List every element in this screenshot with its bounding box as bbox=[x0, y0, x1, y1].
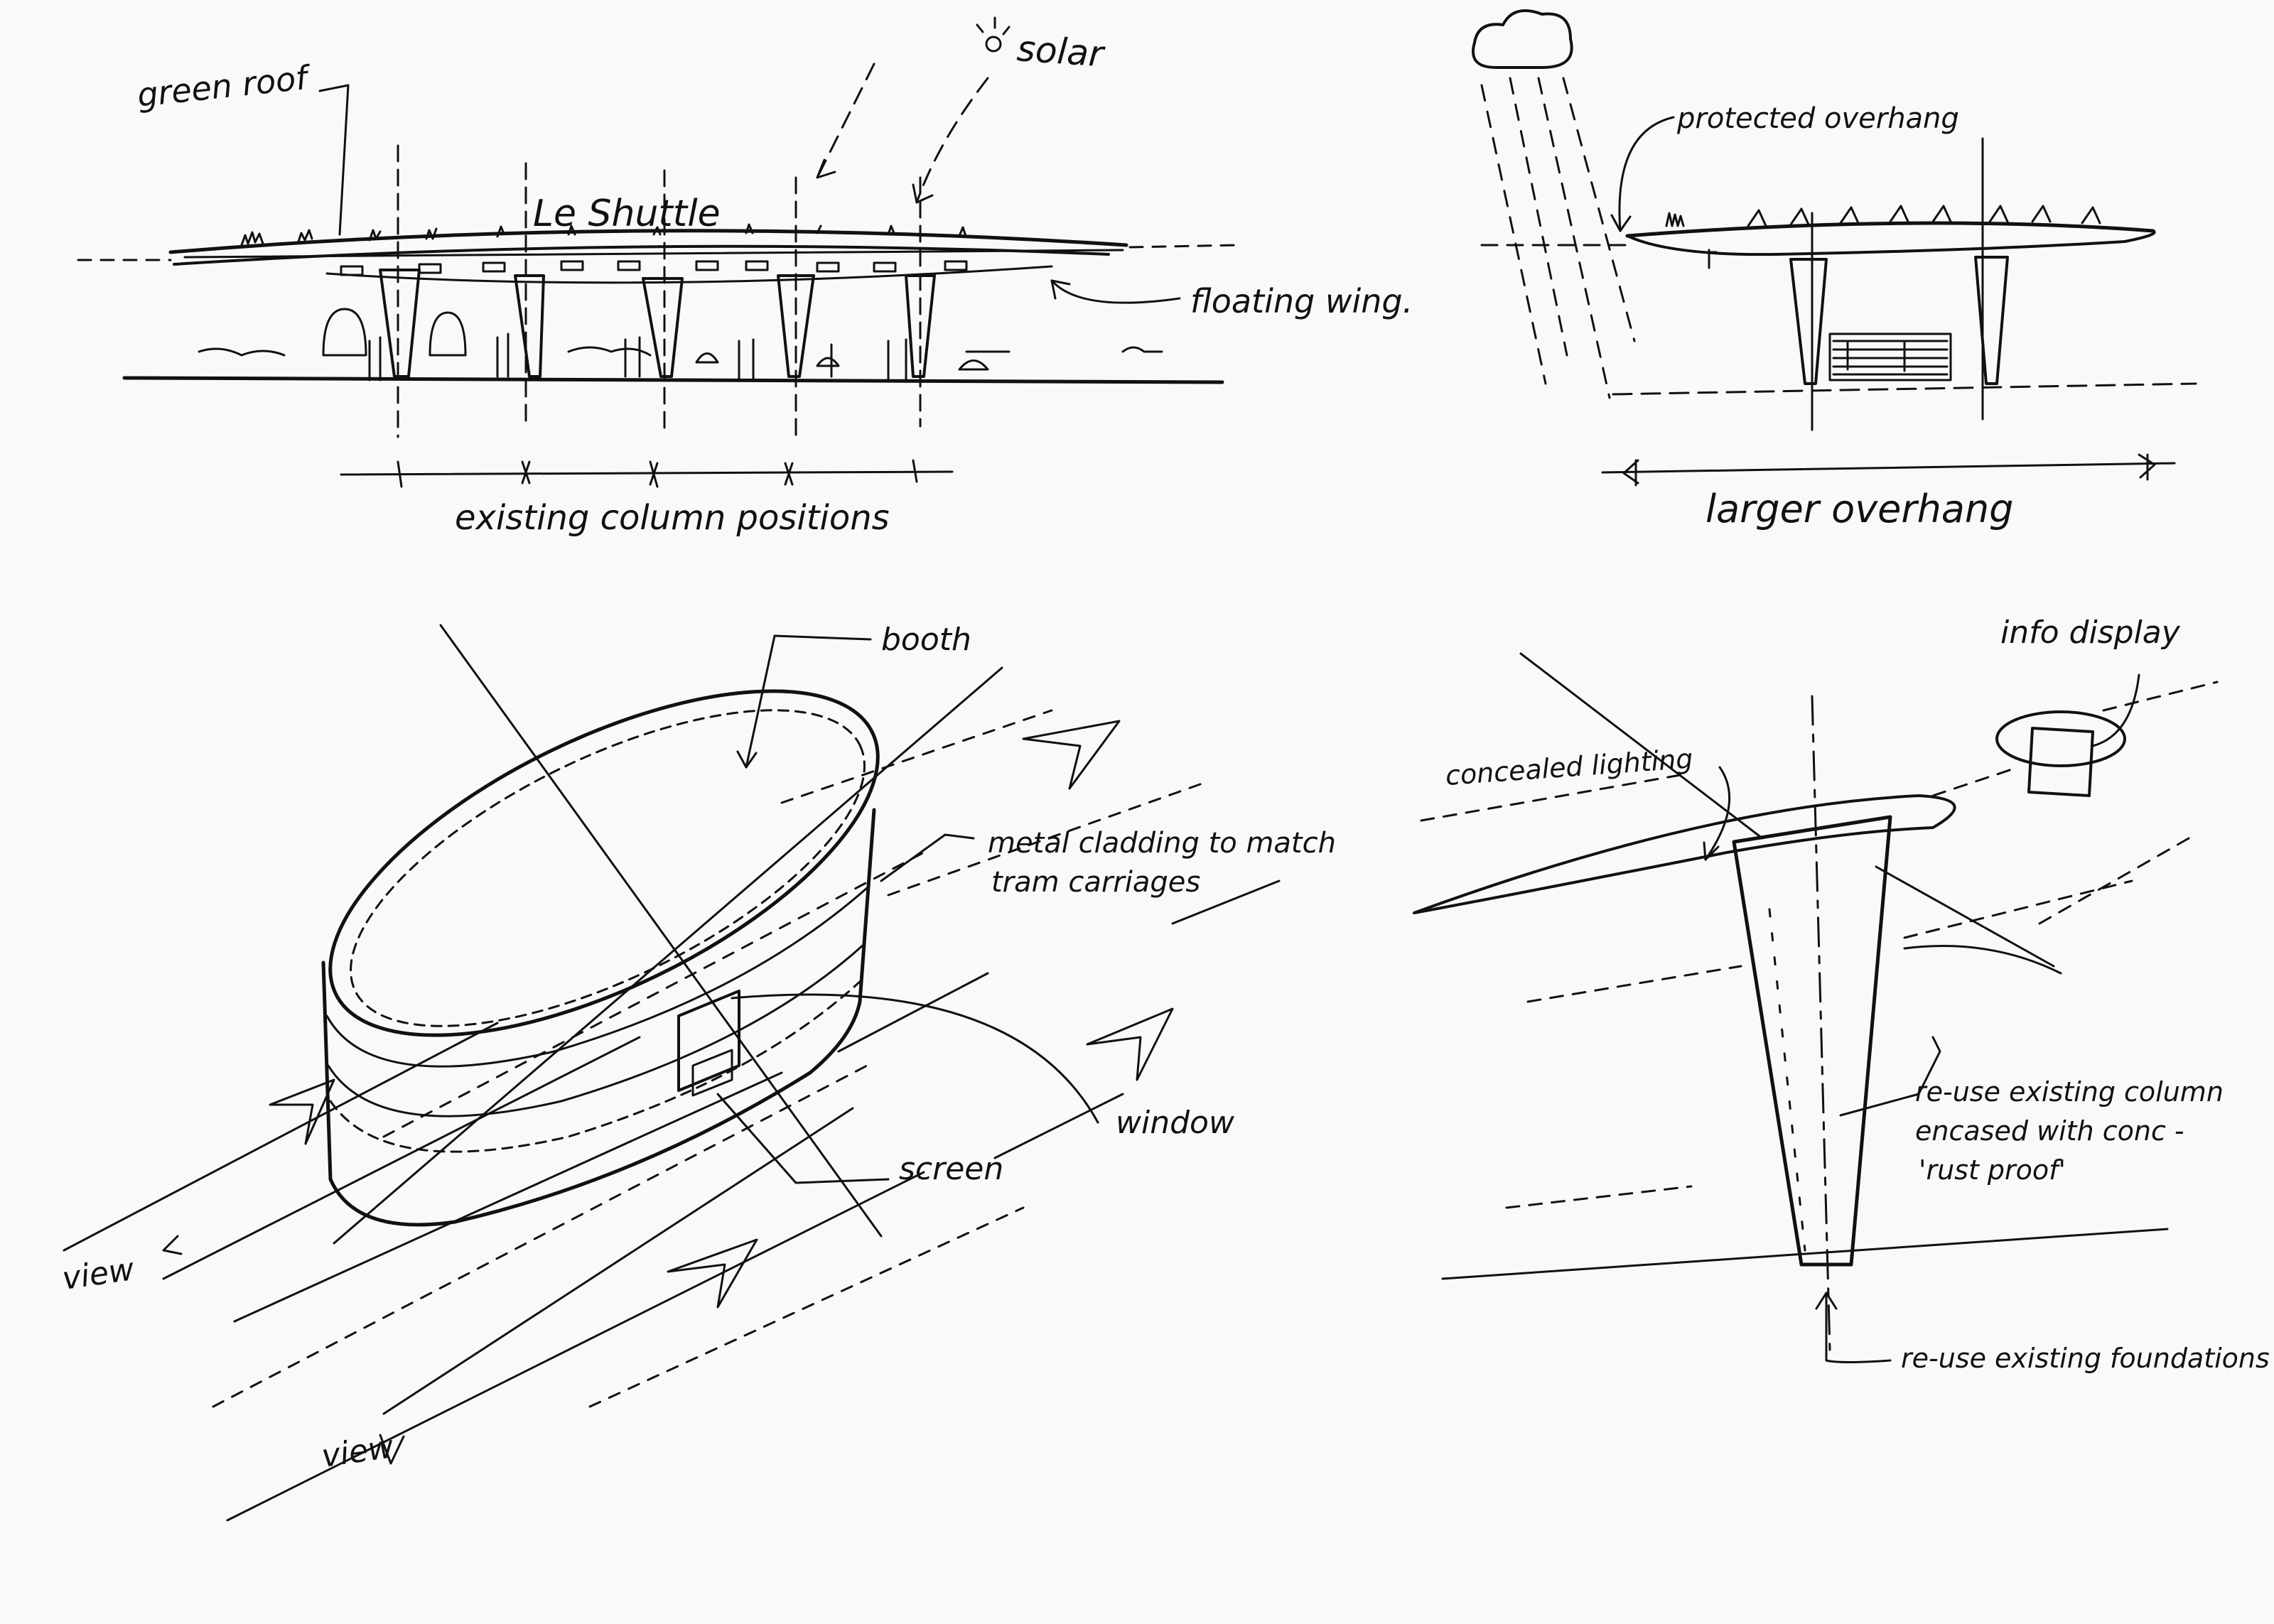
label-reuse-foundations: re-use existing foundations bbox=[1901, 1343, 2270, 1374]
label-view-bottom: view bbox=[319, 1429, 396, 1475]
column-detail-sketch bbox=[1413, 652, 2219, 1363]
label-existing-column-positions: existing column positions bbox=[455, 498, 890, 538]
rain-cloud-icon bbox=[1472, 9, 1573, 69]
label-view-left: view bbox=[60, 1251, 136, 1297]
labels: green roof solar Le Shuttle floating win… bbox=[60, 28, 2269, 1475]
label-reuse-column-2: encased with conc - bbox=[1915, 1115, 2184, 1147]
label-reuse-column-1: re-use existing column bbox=[1915, 1076, 2224, 1108]
label-concealed-lighting: concealed lighting bbox=[1445, 743, 1694, 791]
label-protected-overhang: protected overhang bbox=[1676, 102, 1959, 135]
elevation-sketch bbox=[77, 16, 1238, 488]
label-green-roof: green roof bbox=[136, 58, 313, 114]
label-metal-cladding-1: metal cladding to match bbox=[988, 827, 1336, 860]
label-screen: screen bbox=[899, 1151, 1003, 1187]
label-booth: booth bbox=[881, 622, 971, 658]
label-solar: solar bbox=[1015, 28, 1107, 75]
label-info-display: info display bbox=[2000, 615, 2181, 651]
label-window: window bbox=[1116, 1105, 1235, 1141]
label-metal-cladding-2: tram carriages bbox=[991, 866, 1200, 899]
label-floating-wing: floating wing. bbox=[1190, 282, 1413, 320]
label-reuse-column-3: 'rust proof' bbox=[1919, 1154, 2066, 1186]
booth-pod-sketch bbox=[63, 624, 1281, 1522]
section-sketch bbox=[1472, 9, 2197, 487]
label-larger-overhang: larger overhang bbox=[1705, 487, 2013, 531]
sun-icon bbox=[976, 16, 1011, 53]
label-le-shuttle-sign: Le Shuttle bbox=[533, 193, 721, 235]
